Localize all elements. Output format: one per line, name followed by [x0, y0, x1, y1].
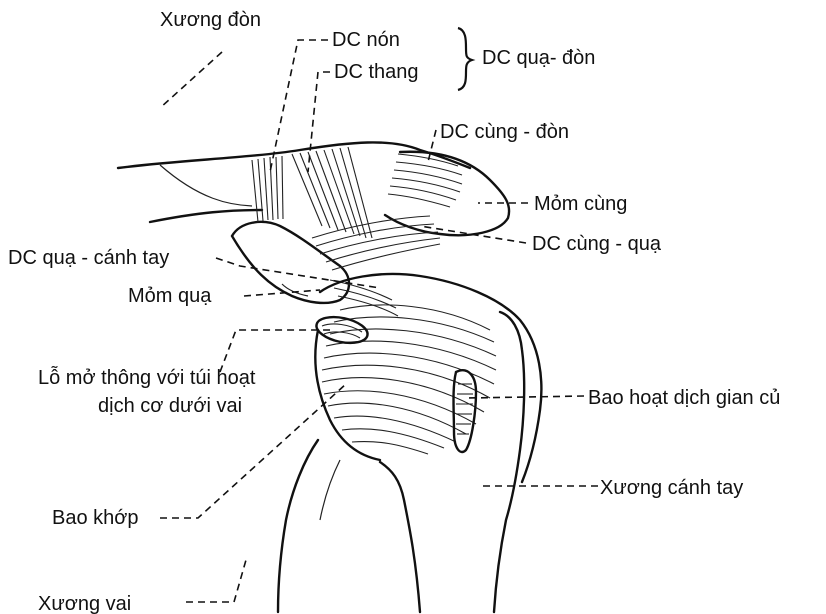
- label-dc-qua-don: DC quạ- đòn: [482, 47, 595, 69]
- trapezoid-ligament-shape: [292, 147, 372, 238]
- clavicle-shape: [118, 142, 470, 222]
- labels: Xương đòn DC nón DC thang DC quạ- đòn DC…: [8, 9, 780, 614]
- coracoacromial-ligament-shape: [312, 216, 440, 270]
- leader-xuong-don: [160, 52, 222, 108]
- label-dc-cung-qua: DC cùng - quạ: [532, 233, 662, 255]
- label-lo-mo-line2: dịch cơ dưới vai: [98, 395, 242, 417]
- leader-lo-mo: [220, 330, 330, 372]
- leader-bao-hoat-dich: [468, 396, 584, 398]
- conoid-ligament-shape: [252, 156, 283, 222]
- scapula-shape: [278, 440, 340, 612]
- leader-dc-cung-don: [428, 130, 436, 162]
- label-dc-cung-don: DC cùng - đòn: [440, 121, 569, 143]
- label-dc-qua-canh-tay: DC quạ - cánh tay: [8, 247, 169, 269]
- leader-dc-qua-canh-tay: [216, 258, 380, 288]
- joint-capsule-shape: [315, 274, 541, 482]
- leader-xuong-vai: [186, 560, 246, 602]
- label-mom-cung: Mỏm cùng: [534, 193, 627, 215]
- label-xuong-don: Xương đòn: [160, 9, 261, 31]
- label-dc-thang: DC thang: [334, 61, 419, 83]
- label-dc-non: DC nón: [332, 29, 400, 51]
- label-bao-hoat-dich: Bao hoạt dịch gian củ: [588, 387, 780, 409]
- acromioclavicular-ligament-shape: [388, 154, 462, 207]
- label-mom-qua: Mỏm quạ: [128, 285, 212, 307]
- label-xuong-vai: Xương vai: [38, 593, 131, 614]
- label-lo-mo-line1: Lỗ mở thông với túi hoạt: [38, 366, 256, 389]
- label-bao-khop: Bao khớp: [52, 507, 139, 529]
- acromion-shape: [385, 152, 509, 235]
- humerus-shape: [380, 312, 524, 612]
- ligament-group-brace: [458, 28, 472, 90]
- label-xuong-canh-tay: Xương cánh tay: [600, 477, 743, 499]
- coracoid-shape: [232, 222, 349, 303]
